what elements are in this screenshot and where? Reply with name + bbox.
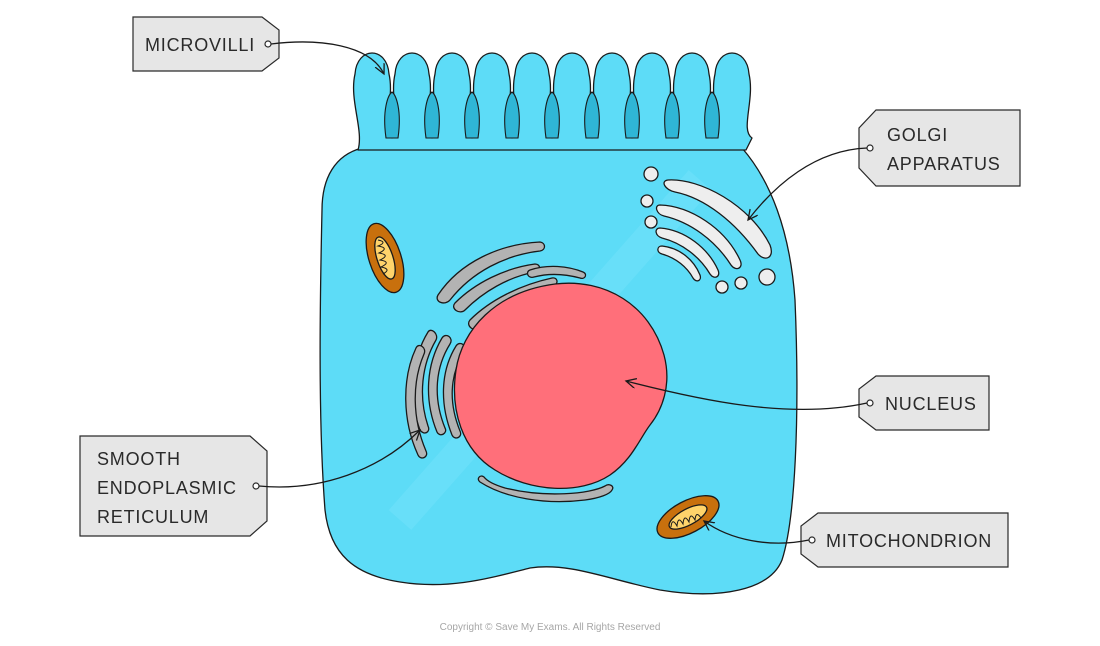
golgi-vesicle bbox=[644, 215, 658, 229]
cristae bbox=[670, 514, 702, 528]
microvillus-gap bbox=[384, 91, 400, 139]
golgi-vesicle bbox=[734, 276, 748, 290]
microvilli bbox=[352, 52, 753, 151]
microvilli-label: MICROVILLI bbox=[145, 35, 255, 55]
copyright-notice: Copyright © Save My Exams. All Rights Re… bbox=[440, 622, 661, 633]
microvillus-gap bbox=[704, 91, 720, 139]
golgi-vesicle bbox=[758, 268, 776, 286]
golgi-label-line2: APPARATUS bbox=[887, 154, 1001, 174]
mitochondrion-right bbox=[656, 495, 720, 539]
arrow-nucleus bbox=[626, 381, 868, 411]
nucleus bbox=[453, 282, 668, 489]
golgi-vesicle bbox=[643, 166, 659, 182]
microvillus-gap bbox=[664, 91, 680, 139]
microvillus-gap bbox=[464, 91, 480, 139]
ser-label-line2: ENDOPLASMIC bbox=[97, 478, 237, 498]
arrow-mitochondrion bbox=[704, 521, 810, 544]
microvillus-gap bbox=[584, 91, 600, 139]
label-nucleus: NUCLEUS bbox=[858, 375, 990, 431]
label-mitochondrion: MITOCHONDRION bbox=[800, 512, 1009, 568]
microvillus-gap bbox=[504, 91, 520, 139]
arrow-reticulum bbox=[258, 430, 420, 488]
nucleus-label: NUCLEUS bbox=[885, 394, 977, 414]
microvillus-gap bbox=[424, 91, 440, 139]
microvillus-gap bbox=[624, 91, 640, 139]
smooth-endoplasmic-reticulum bbox=[405, 241, 614, 503]
ser-label-line1: SMOOTH bbox=[97, 449, 181, 469]
arrow-microvilli bbox=[270, 41, 384, 74]
ser-label-line3: RETICULUM bbox=[97, 507, 209, 527]
label-golgi-apparatus: GOLGI APPARATUS bbox=[858, 109, 1021, 187]
golgi-label-line1: GOLGI bbox=[887, 125, 948, 145]
cristae bbox=[376, 239, 388, 275]
golgi-vesicle bbox=[640, 194, 654, 208]
label-microvilli: MICROVILLI bbox=[132, 16, 280, 72]
golgi-vesicle bbox=[715, 280, 729, 294]
mitochondrion-left bbox=[365, 222, 405, 294]
label-smooth-endoplasmic-reticulum: SMOOTH ENDOPLASMIC RETICULUM bbox=[79, 435, 268, 537]
microvillus-gap bbox=[544, 91, 560, 139]
arrow-golgi bbox=[748, 147, 868, 220]
mitochondrion-label: MITOCHONDRION bbox=[826, 531, 992, 551]
